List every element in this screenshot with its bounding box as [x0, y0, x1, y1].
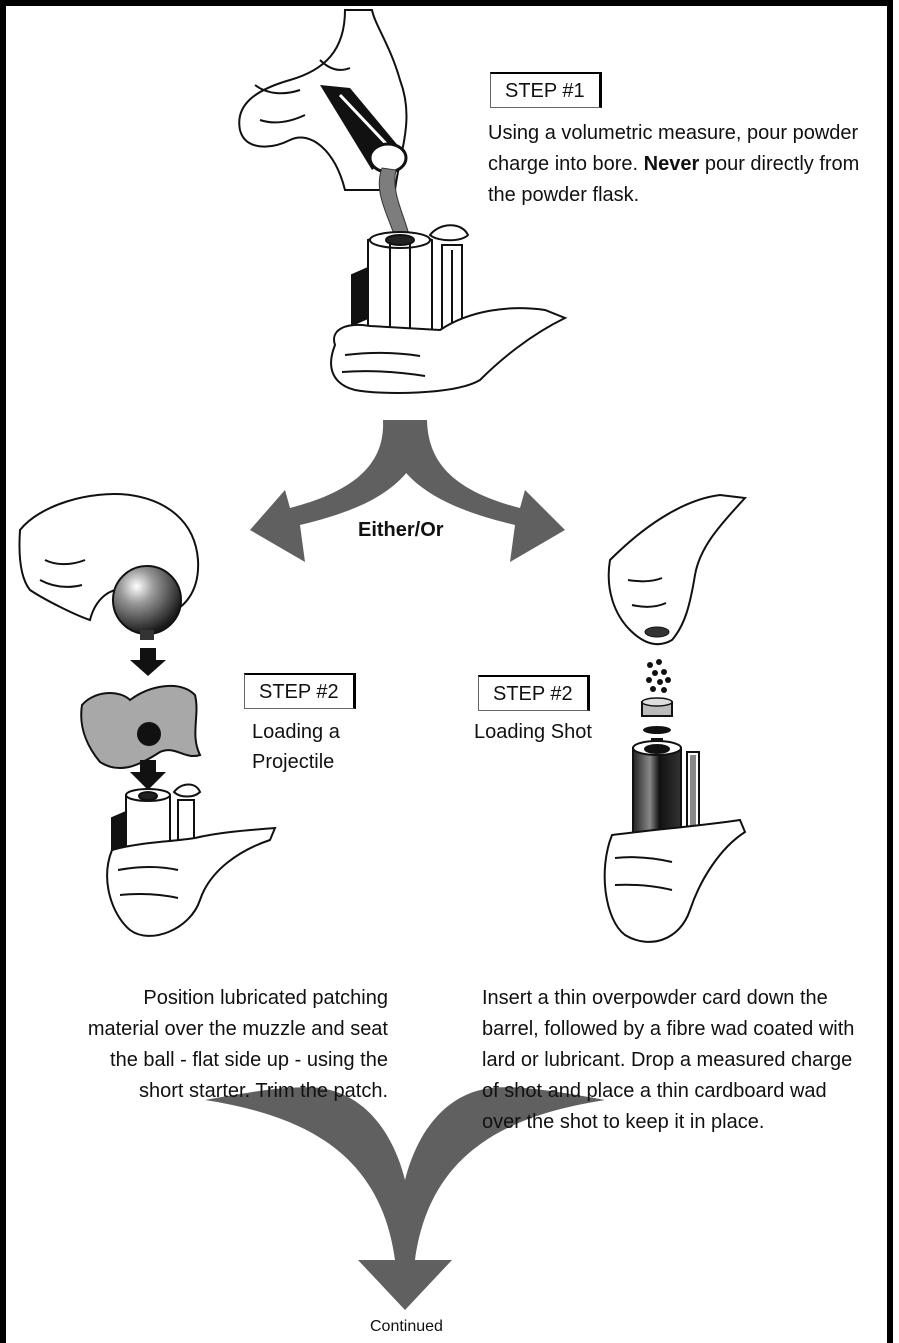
hand-dropping-shot-illustration	[607, 493, 748, 646]
step1-instructions: Using a volumetric measure, pour powder …	[488, 118, 883, 211]
step2-projectile-label: STEP #2	[244, 673, 356, 709]
step2-projectile-title-2: Projectile	[252, 751, 335, 773]
step1-label: STEP #1	[490, 72, 602, 108]
fibre-wad	[641, 697, 673, 734]
barrel-right-illustration	[632, 740, 700, 839]
barrel-top-illustration	[351, 224, 470, 331]
lead-ball	[112, 565, 182, 640]
patch-with-ball-illustration	[80, 684, 202, 770]
step1-text-after: pour directly from the powder flask.	[488, 153, 860, 206]
down-arrow-icon	[130, 648, 166, 676]
powder-measure	[320, 85, 408, 174]
shot-pellets	[646, 659, 671, 693]
step2-shot-description: Insert a thin overpowder card down the b…	[482, 987, 855, 1133]
down-arrow-icon-2	[130, 760, 166, 790]
card-wad-in-fingers	[644, 626, 670, 638]
split-arrow-left	[250, 420, 427, 562]
merge-arrow	[205, 1087, 605, 1310]
branch-label: Either/Or	[358, 519, 444, 541]
step1-text-before: Using a volumetric measure, pour powder …	[488, 122, 859, 175]
step2-projectile-title-1: Loading a	[252, 721, 340, 743]
step2-projectile-description: Position lubricated patching material ov…	[87, 987, 388, 1102]
holding-hand-left	[106, 826, 277, 937]
holding-hand-step1	[330, 307, 568, 394]
holding-hand-right	[603, 818, 747, 943]
split-arrow-right	[383, 420, 565, 562]
step2-shot-title: Loading Shot	[474, 721, 592, 743]
step1-text-bold: Never	[643, 153, 700, 175]
continued-label: Continued	[370, 1318, 443, 1335]
step2-shot-label: STEP #2	[478, 675, 590, 711]
